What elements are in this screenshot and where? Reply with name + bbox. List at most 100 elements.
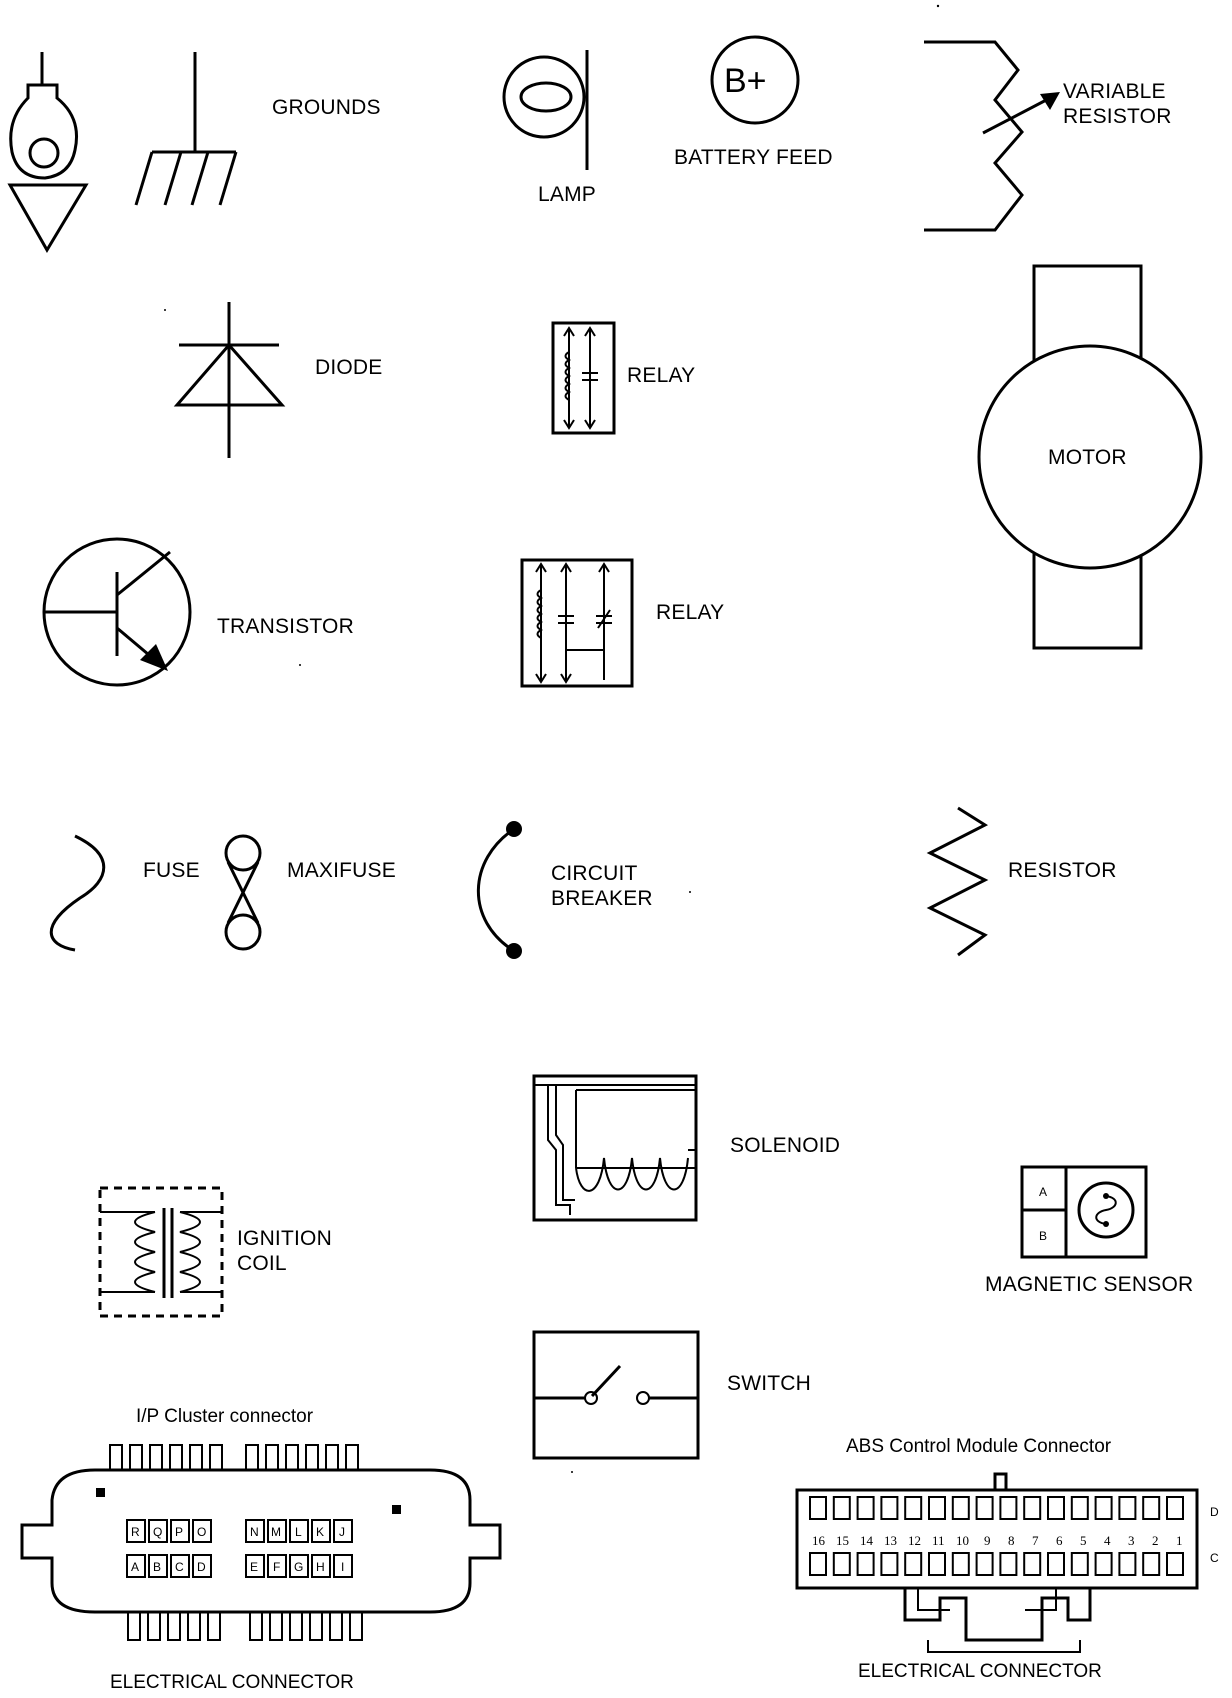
ip-connector-title: I/P Cluster connector [136,1406,314,1427]
abs-pin-cell [809,1552,827,1576]
switch-symbol [532,1330,700,1460]
lamp-symbol [502,50,589,170]
variable-resistor-label-1: VARIABLE [1063,80,1166,103]
switch-label: SWITCH [727,1372,811,1395]
resistor-label: RESISTOR [1008,859,1117,882]
magnetic-sensor-symbol: A B [1020,1165,1148,1259]
abs-pin-number: 8 [1008,1533,1015,1548]
battery-symbol-text: B+ [724,62,767,100]
abs-row-d-label: D [1210,1505,1219,1519]
relay-1-label: RELAY [627,364,695,387]
abs-pin-cell [999,1496,1018,1520]
ip-pin: O [197,1525,206,1539]
scan-speck [689,891,691,893]
abs-pin-cell [1166,1496,1184,1520]
abs-pin-cell [999,1552,1018,1576]
ip-pin: R [131,1525,140,1539]
abs-pin-cell [856,1552,875,1576]
abs-connector-title: ABS Control Module Connector [846,1436,1112,1457]
abs-pin-number: 3 [1128,1533,1135,1548]
abs-pin-cell [1047,1552,1065,1576]
circuit-breaker-symbol [476,821,522,959]
abs-pin-cell [1094,1552,1113,1576]
abs-pin-cell [1094,1496,1113,1520]
abs-pin-number: 15 [836,1533,849,1548]
ip-pin: M [271,1525,281,1539]
abs-pin-cell [951,1552,970,1576]
motor-symbol [977,264,1203,650]
circuit-breaker-label-2: BREAKER [551,887,653,910]
ip-connector-pins-row1: R Q P O N M L K J [126,1519,353,1543]
abs-pin-cell [904,1496,923,1520]
relay-2-label: RELAY [656,601,724,624]
abs-pin-number: 6 [1056,1533,1063,1548]
abs-pin-cell [951,1496,970,1520]
sensor-pin-a: A [1039,1185,1047,1199]
abs-pin-cell [880,1496,899,1520]
variable-resistor-symbol [924,40,1060,232]
diode-symbol [173,302,286,458]
abs-pin-cell [1023,1552,1042,1576]
fuse-symbol [49,834,106,952]
ignition-coil-symbol [98,1186,224,1318]
abs-pin-cell [1142,1496,1161,1520]
abs-connector-caption: ELECTRICAL CONNECTOR [858,1661,1102,1682]
battery-feed-label: BATTERY FEED [674,146,833,169]
solenoid-label: SOLENOID [730,1134,840,1157]
ip-pin: G [294,1560,303,1574]
ip-pin: I [341,1560,344,1574]
abs-pin-number: 12 [908,1533,921,1548]
resistor-symbol [926,806,989,957]
abs-control-module-connector [795,1472,1199,1653]
abs-pin-cell [928,1496,946,1520]
fuse-label: FUSE [143,859,200,882]
abs-pin-number: 9 [984,1533,991,1548]
abs-pin-number: 11 [932,1533,945,1548]
circuit-breaker-label-1: CIRCUIT [551,862,638,885]
abs-connector-pins-row-d [809,1496,1184,1520]
ground-symbol-hatched [134,52,238,206]
ip-pin: A [131,1560,139,1574]
ignition-coil-label-2: COIL [237,1252,287,1275]
abs-pin-cell [832,1552,851,1576]
solenoid-symbol [532,1074,698,1222]
ip-pin: K [316,1525,324,1539]
abs-pin-cell [1142,1552,1161,1576]
ip-pin: L [295,1525,302,1539]
ground-symbol-chassis [7,52,89,253]
abs-pin-cell [1166,1552,1184,1576]
ip-cluster-connector [20,1444,502,1641]
magnetic-sensor-label: MAGNETIC SENSOR [985,1273,1193,1296]
abs-connector-pins-row-c [809,1552,1184,1576]
abs-pin-cell [1023,1496,1042,1520]
sensor-pin-b: B [1039,1229,1047,1243]
abs-pin-cell [880,1552,899,1576]
abs-pin-cell [1070,1552,1089,1576]
abs-pin-cell [1118,1552,1137,1576]
scan-speck [571,1471,573,1473]
transistor-label: TRANSISTOR [217,615,354,638]
ip-pin: H [316,1560,325,1574]
abs-pin-cell [1070,1496,1089,1520]
abs-pin-cell [904,1552,923,1576]
ip-pin: E [250,1560,258,1574]
ip-pin: P [175,1525,183,1539]
abs-pin-cell [1047,1496,1065,1520]
abs-pin-number: 7 [1032,1533,1039,1548]
abs-pin-cell [975,1552,994,1576]
abs-pin-cell [975,1496,994,1520]
abs-pin-number: 13 [884,1533,897,1548]
abs-pin-cell [1118,1496,1137,1520]
relay-symbol-2 [520,558,634,688]
motor-label: MOTOR [1048,446,1127,469]
variable-resistor-label-2: RESISTOR [1063,105,1172,128]
lamp-label: LAMP [538,183,596,206]
ip-pin: J [339,1525,345,1539]
grounds-label: GROUNDS [272,96,381,119]
maxifuse-label: MAXIFUSE [287,859,396,882]
scan-speck [164,309,166,311]
relay-symbol-1 [551,321,616,435]
ip-connector-pins-row2: A B C D E F G H I [126,1554,353,1578]
abs-pin-cell [832,1496,851,1520]
